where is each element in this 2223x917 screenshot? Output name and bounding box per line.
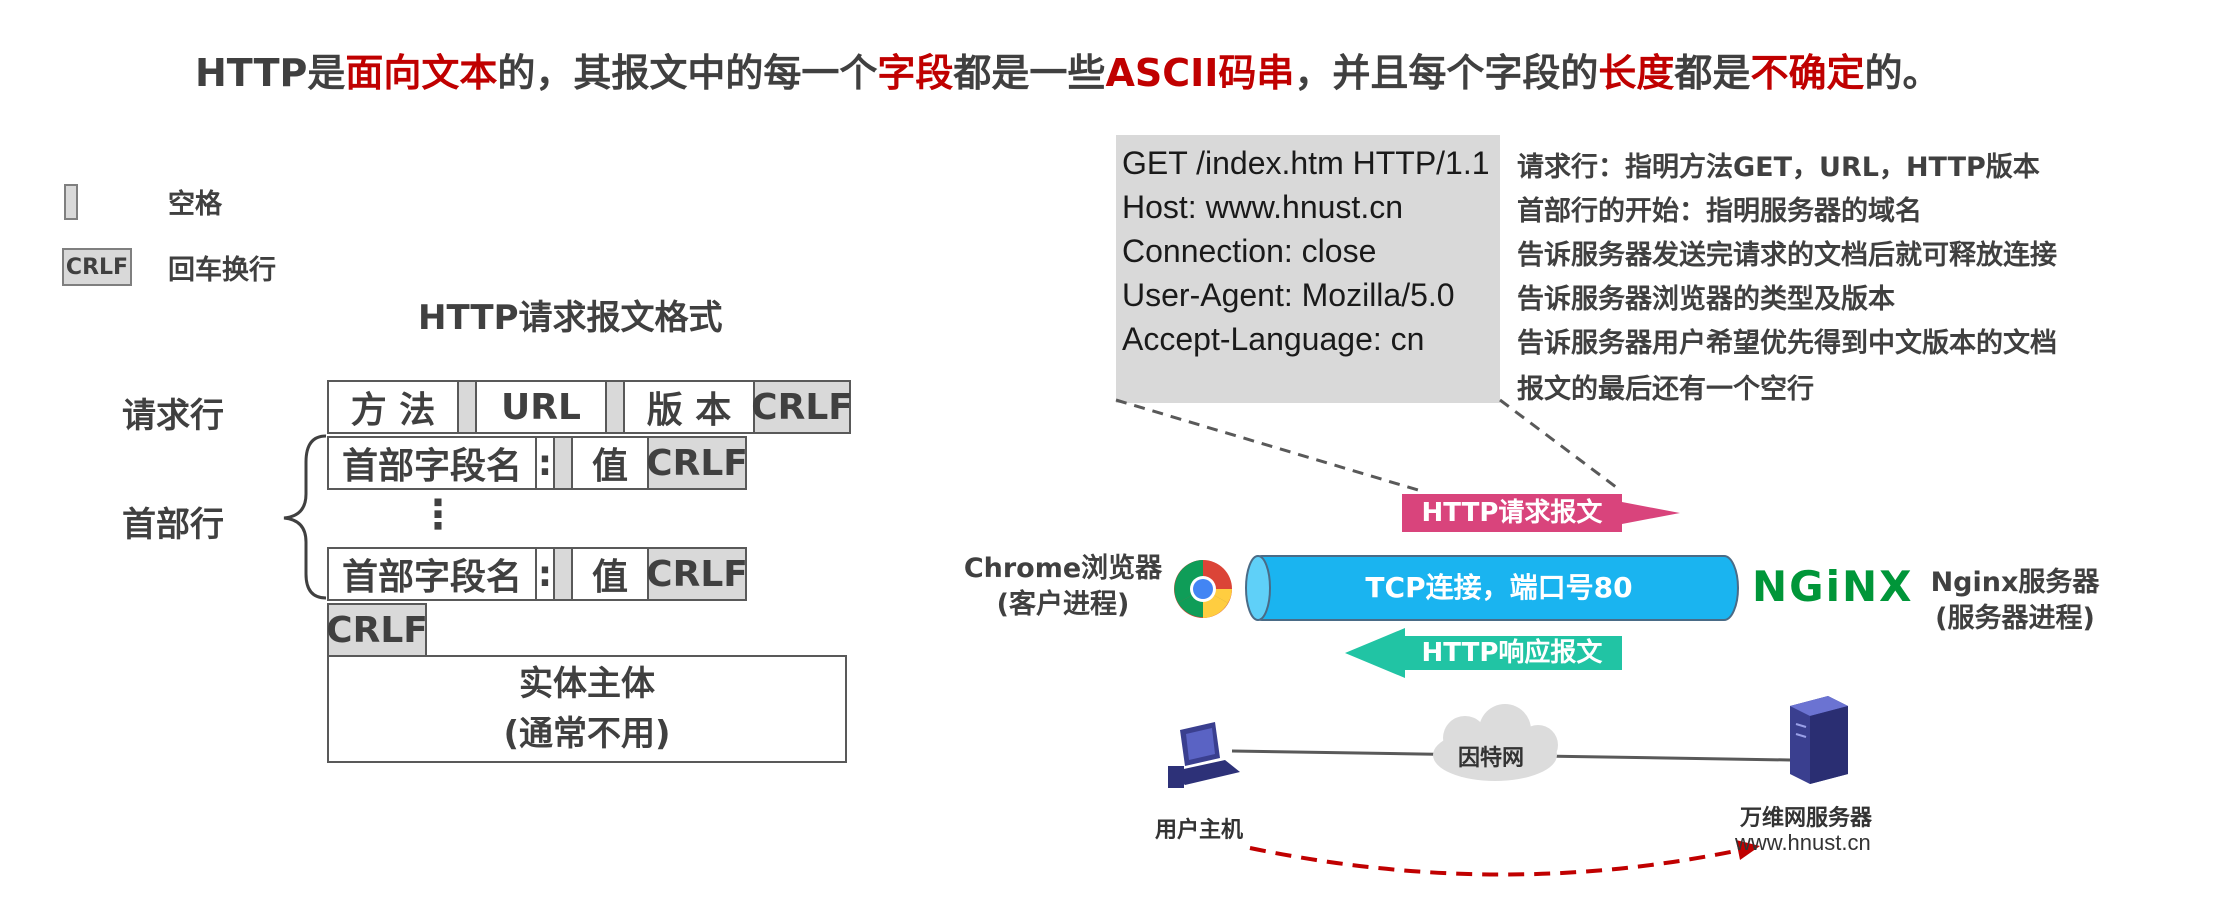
note-empty-line: 报文的最后还有一个空行 (1517, 374, 1814, 405)
space-legend-label: 空格 (168, 189, 222, 220)
web-server-label: 万维网服务器 (1740, 806, 1873, 831)
http-response-arrow (1345, 628, 1622, 678)
accept-language-header-text: Accept-Language: cn (1122, 321, 1425, 357)
server-name: Nginx服务器 (1930, 567, 2100, 598)
user-host-label: 用户主机 (1155, 818, 1244, 843)
headline-highlight: 面向文本 (345, 51, 498, 95)
note-host: 首部行的开始：指明服务器的域名 (1517, 196, 1922, 227)
headline-highlight: ASCII码串 (1105, 51, 1295, 95)
version-cell: 版 本 (623, 380, 755, 434)
colon-cell: : (535, 547, 555, 601)
headline-highlight: 长度 (1598, 51, 1675, 95)
space-legend-swatch (64, 184, 78, 220)
host-header-text: Host: www.hnust.cn (1122, 189, 1403, 225)
note-connection: 告诉服务器发送完请求的文档后就可释放连接 (1517, 240, 2057, 271)
user-pc-icon (1168, 722, 1240, 788)
request-sample-box: GET /index.htm HTTP/1.1 Host: www.hnust.… (1116, 135, 1500, 403)
vertical-ellipsis: ⋮ (418, 492, 458, 538)
method-cell: 方 法 (327, 380, 459, 434)
entity-body-label: 实体主体 (519, 664, 655, 704)
web-server-icon (1790, 696, 1848, 784)
nginx-logo: NGiNX (1752, 562, 1914, 611)
crlf-legend-swatch: CRLF (62, 248, 132, 286)
crlf-cell: CRLF (646, 547, 748, 601)
http-response-label: HTTP响应报文 (1421, 638, 1603, 668)
request-line-label: 请求行 (122, 396, 224, 436)
chrome-icon (1174, 560, 1232, 618)
crlf-cell: CRLF (751, 380, 853, 434)
request-line-text: GET /index.htm HTTP/1.1 (1122, 145, 1490, 181)
entity-body-cell: 实体主体 (通常不用) (327, 655, 847, 763)
headline-highlight: 字段 (877, 51, 954, 95)
header-name-cell: 首部字段名 (327, 547, 537, 601)
headline-highlight: 不确定 (1750, 51, 1865, 95)
entity-body-note: (通常不用) (503, 714, 671, 754)
tcp-connection-label: TCP连接，端口号80 (1365, 571, 1633, 604)
dashed-red-arrow (1249, 846, 1741, 877)
http-request-arrow (1402, 494, 1680, 532)
url-cell: URL (475, 380, 607, 434)
connection-header-text: Connection: close (1122, 233, 1377, 269)
note-user-agent: 告诉服务器浏览器的类型及版本 (1517, 284, 1895, 315)
note-request-line: 请求行：指明方法GET，URL，HTTP版本 (1517, 152, 2040, 183)
web-server-domain: www.hnust.cn (1735, 830, 1871, 855)
note-accept-language: 告诉服务器用户希望优先得到中文版本的文档 (1517, 328, 2057, 359)
cloud-icon (1433, 704, 1558, 781)
crlf-cell: CRLF (646, 436, 748, 490)
headline-part: 的。 (1864, 51, 1941, 95)
tcp-pipe-end (1245, 555, 1271, 621)
internet-label: 因特网 (1458, 746, 1525, 771)
crlf-legend-label: 回车换行 (168, 255, 276, 286)
client-role: (客户进程) (996, 589, 1130, 620)
client-name: Chrome浏览器 (963, 553, 1163, 584)
user-agent-header-text: User-Agent: Mozilla/5.0 (1122, 277, 1455, 313)
headline-part: 都是 (1674, 51, 1751, 95)
value-cell: 值 (571, 547, 649, 601)
empty-line-crlf-cell: CRLF (326, 603, 428, 657)
format-title: HTTP请求报文格式 (418, 298, 723, 338)
http-request-label: HTTP请求报文 (1421, 498, 1603, 528)
header-name-cell: 首部字段名 (327, 436, 537, 490)
dashed-red-arrowhead (1736, 840, 1760, 860)
header-lines-brace (283, 434, 327, 600)
headline-part: ，并且每个字段的 (1294, 51, 1599, 95)
callout-line-right (1499, 398, 1621, 492)
headline-part: 的，其报文中的每一个 (497, 51, 878, 95)
headline: HTTP是面向文本的，其报文中的每一个字段都是一些ASCII码串，并且每个字段的… (195, 42, 1940, 97)
headline-part: 都是一些 (953, 51, 1106, 95)
server-role: (服务器进程) (1935, 603, 2095, 634)
headline-part: HTTP是 (195, 51, 346, 95)
header-lines-label: 首部行 (122, 505, 224, 545)
callout-line-left (1115, 398, 1419, 492)
